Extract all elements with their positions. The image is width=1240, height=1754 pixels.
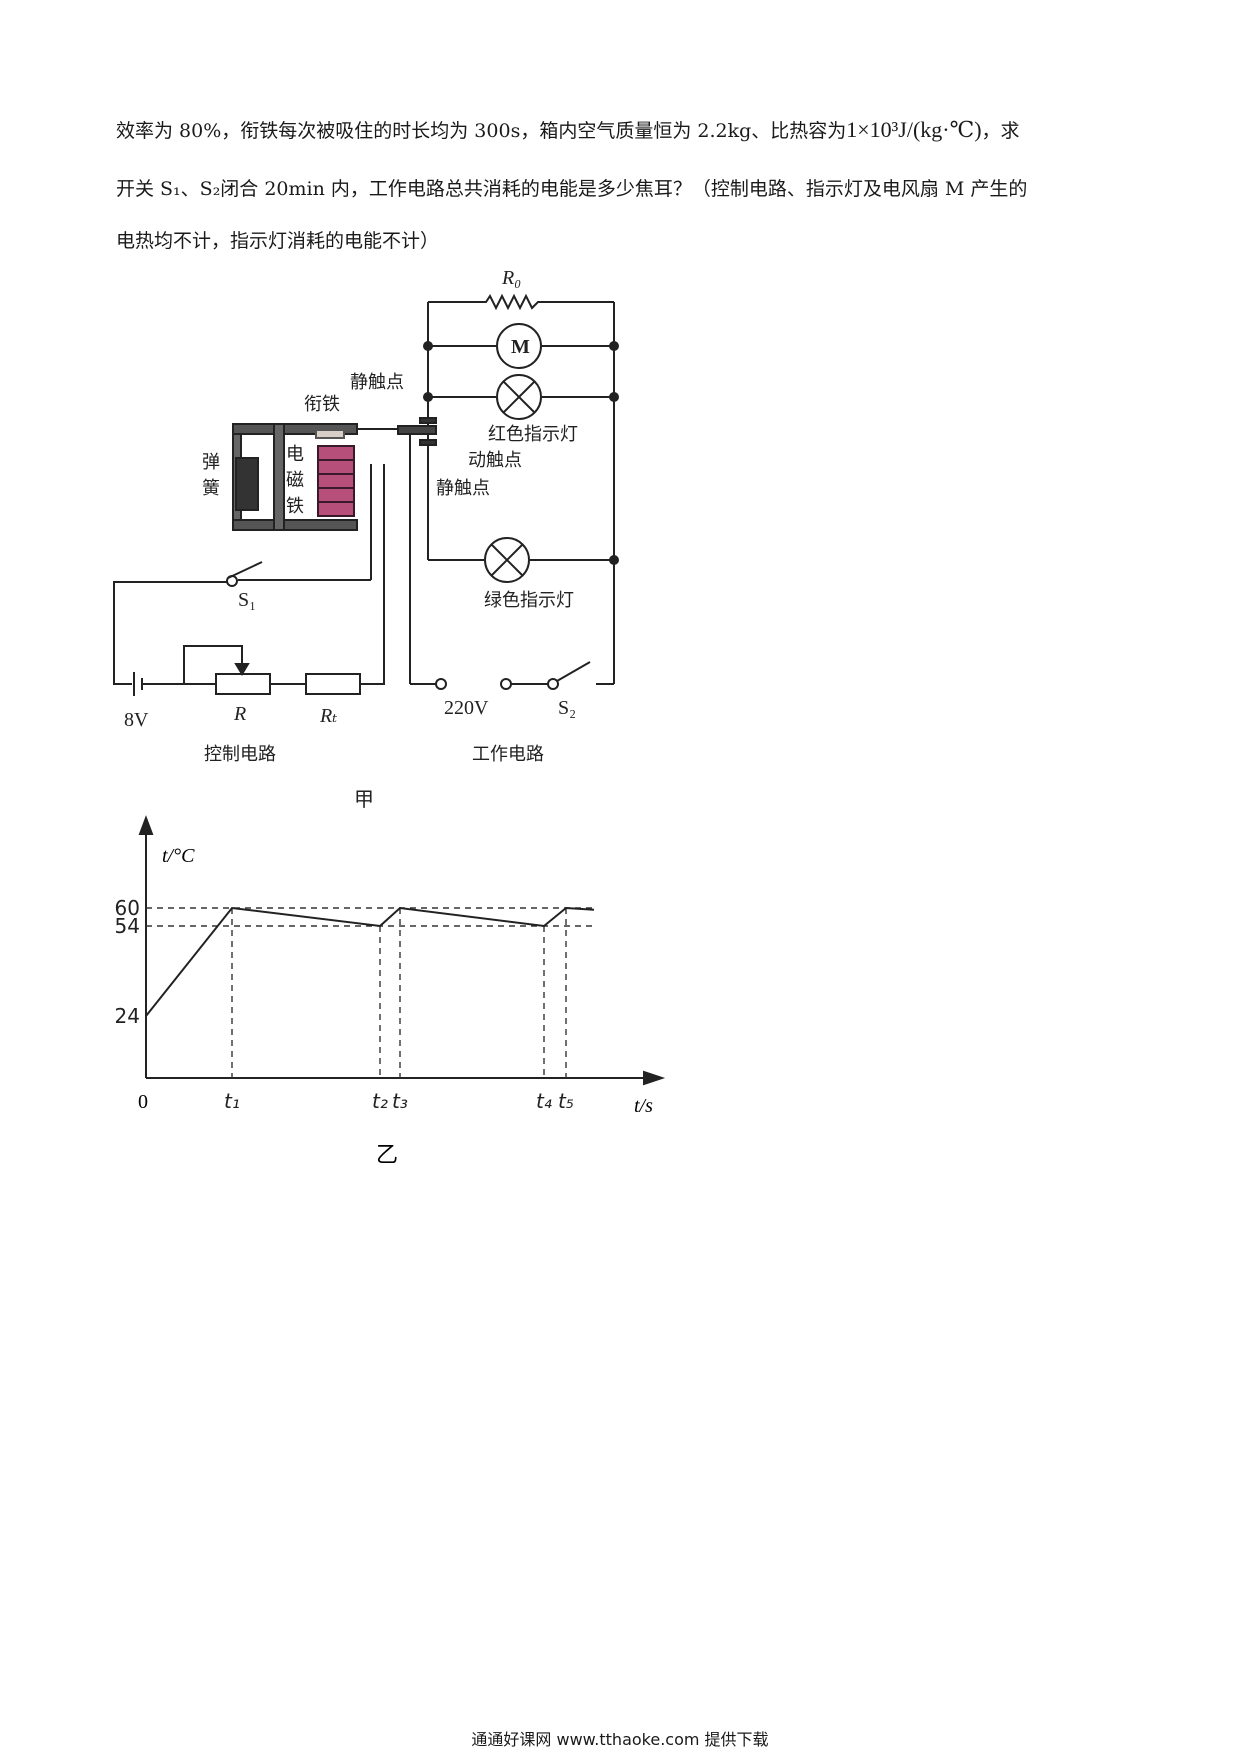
label-magnet-2: 磁 [286, 470, 304, 491]
label-r: R [233, 703, 246, 725]
y-axis-arrow [138, 815, 154, 835]
specific-heat-formula: 1×10³J/(kg·℃) [846, 117, 982, 142]
label-red-lamp: 红色指示灯 [488, 424, 578, 445]
green-lamp-symbol [484, 537, 530, 583]
label-green-lamp: 绿色指示灯 [484, 590, 574, 611]
relay-post [273, 423, 285, 531]
label-r0: R₀ [501, 267, 521, 289]
x-axis-arrow [643, 1070, 666, 1086]
label-mains: 220V [444, 697, 489, 719]
label-spring-2: 簧 [202, 478, 220, 499]
x-tick-2: t₂ [372, 1089, 388, 1113]
label-motor: M [511, 336, 530, 358]
label-s1: S₁ [238, 589, 256, 611]
y-tick-60: 60 [115, 896, 140, 920]
x-tick-3: t₃ [392, 1089, 408, 1113]
label-s2: S₂ [558, 697, 576, 719]
x-axis-label: t/s [634, 1095, 653, 1117]
label-static-contact-bottom: 静触点 [436, 478, 490, 499]
static-contact-top-mark [419, 417, 437, 424]
armature-pad [315, 429, 345, 439]
thermistor-rt [305, 673, 361, 695]
s1-blade [227, 561, 263, 579]
problem-line-1-b: ，求 [981, 120, 1020, 142]
problem-line-1: 效率为 80%，衔铁每次被吸住的时长均为 300s，箱内空气质量恒为 2.2kg… [116, 116, 1020, 143]
x-tick-4: t₄ [536, 1089, 552, 1113]
temperature-curve [145, 906, 595, 1017]
red-lamp-symbol [496, 374, 542, 420]
origin-label: 0 [138, 1091, 148, 1113]
electromagnet-coil [317, 445, 355, 517]
problem-line-3: 电热均不计，指示灯消耗的电能不计） [116, 230, 440, 252]
r0-resistor [428, 293, 614, 311]
label-magnet-3: 铁 [286, 496, 304, 517]
relay-base [232, 519, 358, 531]
s2-blade [556, 661, 591, 682]
motor-symbol [496, 323, 542, 369]
problem-line-1-a: 效率为 80%，衔铁每次被吸住的时长均为 300s，箱内空气质量恒为 2.2kg… [116, 120, 847, 142]
label-work-circuit: 工作电路 [472, 744, 544, 765]
x-tick-5: t₅ [558, 1089, 574, 1113]
problem-line-2: 开关 S₁、S₂闭合 20min 内，工作电路总共消耗的电能是多少焦耳？（控制电… [116, 178, 1028, 200]
label-moving-contact: 动触点 [468, 450, 522, 471]
y-axis-label: t/°C [162, 845, 195, 867]
label-static-contact-top: 静触点 [350, 372, 404, 393]
label-armature: 衔铁 [304, 394, 340, 415]
label-spring-1: 弹 [202, 452, 220, 473]
label-battery: 8V [124, 709, 149, 731]
label-rt: Rₜ [319, 705, 337, 727]
y-tick-24: 24 [115, 1004, 140, 1028]
mains-terminal-left [435, 678, 447, 690]
caption-jia: 甲 [354, 787, 374, 811]
page-footer: 通通好课网 www.tthaoke.com 提供下载 [471, 1730, 769, 1749]
s2-pivot [547, 678, 559, 690]
y-tick-54: 54 [115, 914, 140, 938]
x-tick-1: t₁ [224, 1089, 240, 1113]
label-control-circuit: 控制电路 [204, 744, 276, 765]
caption-yi: 乙 [376, 1143, 398, 1168]
label-magnet-1: 电 [286, 444, 304, 465]
spring-symbol [235, 457, 259, 511]
static-contact-bottom-mark [419, 439, 437, 446]
